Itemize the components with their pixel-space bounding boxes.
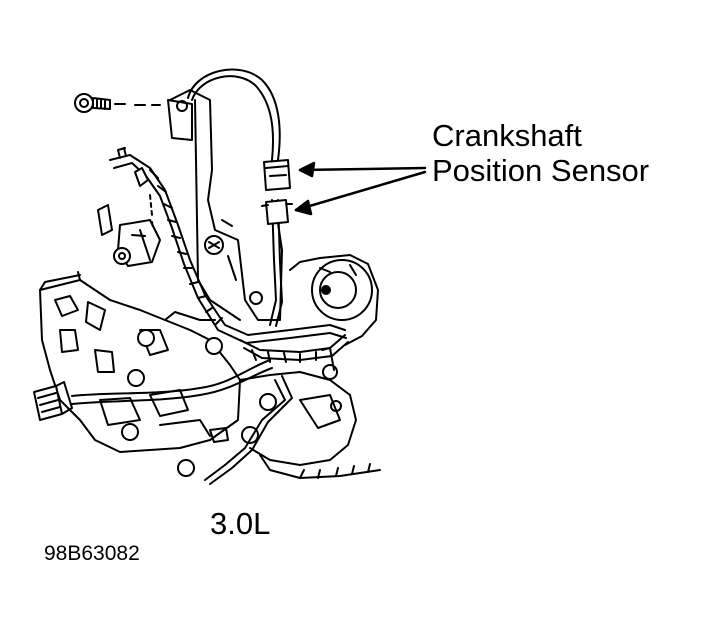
figure-id: 98B63082 xyxy=(44,542,140,565)
wiring-harness xyxy=(109,147,347,344)
mounting-bolt xyxy=(74,93,161,113)
harness-clip-bracket xyxy=(97,194,161,267)
callout-label-line1: Crankshaft xyxy=(432,118,582,153)
engine-size-label: 3.0L xyxy=(210,506,271,541)
intake-manifold xyxy=(39,271,277,477)
sensor-wire xyxy=(187,68,283,327)
engine-block-right xyxy=(239,254,381,479)
sensor-connector-lower xyxy=(261,199,293,225)
callout-label-line2: Position Sensor xyxy=(432,153,650,188)
harness-lower-branch xyxy=(204,334,349,485)
callout-leaders xyxy=(294,161,427,216)
sensor-connector-upper xyxy=(263,159,291,191)
